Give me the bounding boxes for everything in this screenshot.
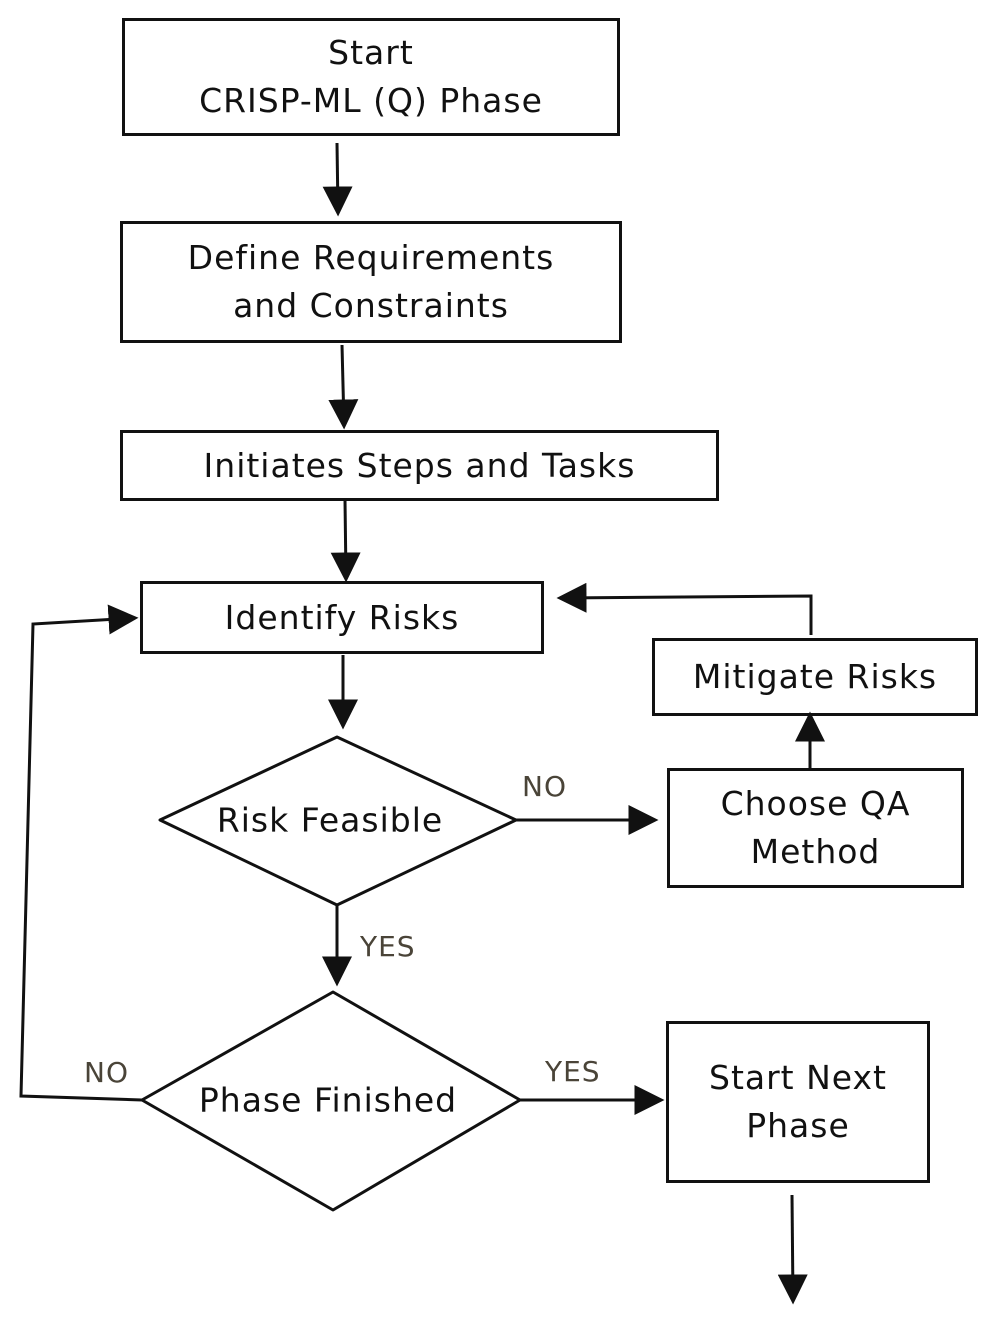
method-label: Method (750, 832, 881, 871)
choose-qa-method-box: Choose QA Method (667, 768, 964, 888)
identify-risks-box: Identify Risks (140, 581, 544, 654)
define-constraints-label: and Constraints (233, 286, 509, 325)
define-requirements-box: Define Requirements and Constraints (120, 221, 622, 343)
start-phase-subtitle: CRISP-ML (Q) Phase (199, 81, 543, 120)
arrow-start-to-define (322, 142, 353, 217)
phase-finished-label: Phase Finished (198, 1080, 458, 1120)
arrow-define-to-initiate (328, 344, 359, 430)
start-next-phase-box: Start Next Phase (666, 1021, 930, 1183)
arrow-mitigate-to-identify (556, 582, 813, 635)
phase-label: Phase (746, 1106, 850, 1145)
mitigate-risks-label: Mitigate Risks (692, 657, 938, 696)
risk-feasible-label: Risk Feasible (216, 800, 444, 840)
initiate-steps-box: Initiates Steps and Tasks (120, 430, 719, 501)
edge-label-finished-yes: YES (545, 1055, 601, 1088)
arrow-finished-to-identify (19, 604, 143, 1102)
start-phase-box: Start CRISP-ML (Q) Phase (122, 18, 620, 136)
arrow-initiate-to-identify (330, 499, 361, 583)
initiate-steps-label: Initiates Steps and Tasks (203, 445, 636, 485)
start-next-label: Start Next (709, 1058, 887, 1097)
phase-finished-diamond (140, 990, 522, 1212)
edge-label-feasible-no: NO (522, 770, 567, 803)
edge-label-feasible-yes: YES (360, 930, 416, 963)
arrow-next-phase-out (777, 1194, 808, 1305)
define-requirements-label: Define Requirements (187, 238, 555, 277)
identify-risks-label: Identify Risks (224, 597, 460, 637)
mitigate-risks-box: Mitigate Risks (652, 638, 978, 716)
edge-label-finished-no: NO (84, 1056, 129, 1089)
start-phase-label: Start (328, 33, 414, 72)
choose-qa-label: Choose QA (720, 784, 911, 823)
